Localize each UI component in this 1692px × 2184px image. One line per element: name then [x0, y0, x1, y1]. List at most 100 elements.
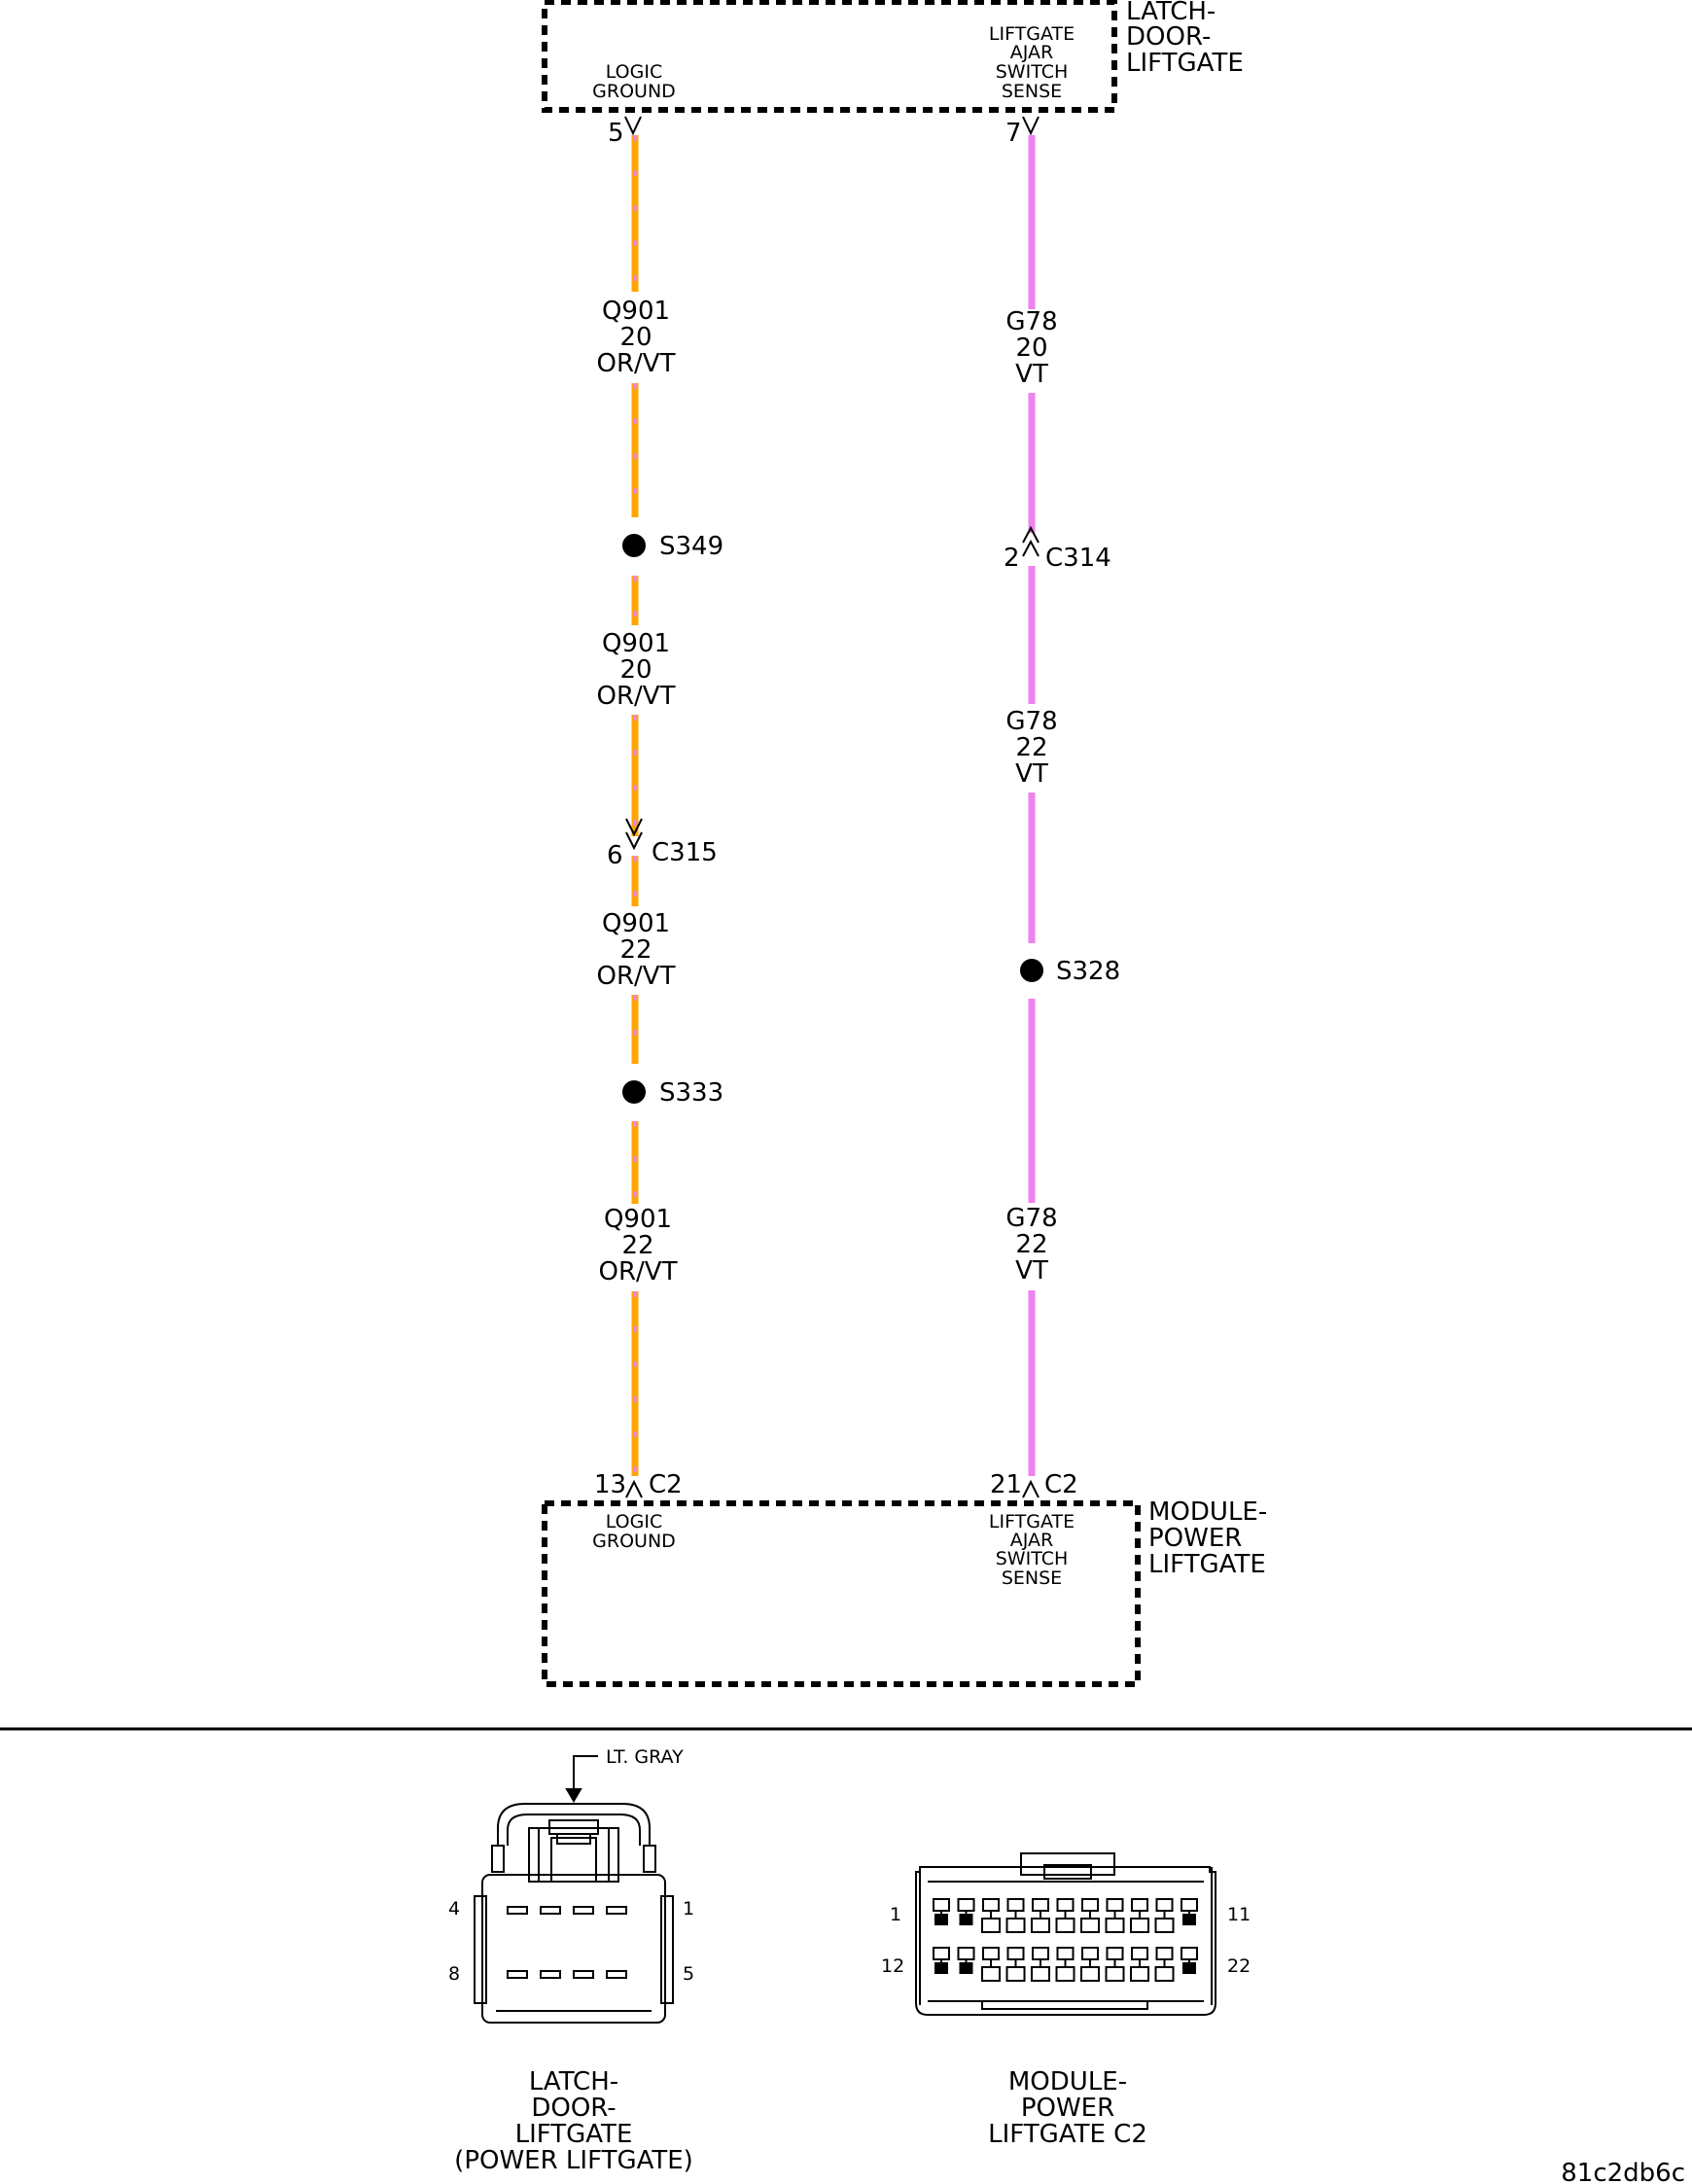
- module-cavity: [1031, 1966, 1050, 1982]
- wire-circuit-label: Q901: [602, 297, 670, 326]
- pin-chevron-icon: [1022, 116, 1040, 136]
- module-connector-body: [915, 1866, 1216, 2016]
- latch-pin-label: GROUND: [592, 81, 676, 102]
- module-pin-number: 21: [990, 1470, 1022, 1499]
- wire-color-label: OR/VT: [597, 962, 676, 991]
- module-caption-line: POWER: [1021, 2094, 1114, 2123]
- module-cavity: [933, 1947, 950, 1960]
- module-component: 13 C2 21 C2 LOGIC GROUND LIFTGATE AJAR S…: [542, 1470, 1267, 1687]
- splice-label: S328: [1056, 957, 1120, 986]
- wire-gauge-label: 22: [1015, 733, 1047, 762]
- color-callout-arrow-icon: [573, 1755, 598, 1799]
- module-cavity: [1130, 1918, 1149, 1933]
- module-name-line: MODULE-: [1148, 1497, 1267, 1527]
- circuit-left: Q901 20 OR/VT S349 Q901 20 OR/VT 6 C315 …: [597, 135, 723, 1476]
- latch-name-line: LATCH-: [1126, 0, 1216, 26]
- module-name-line: POWER: [1148, 1524, 1242, 1553]
- module-cavity: [982, 1898, 1000, 1912]
- module-pin-index: 11: [1227, 1904, 1251, 1925]
- latch-pin-label: AJAR: [1010, 42, 1053, 63]
- module-cavity-grid: [933, 1898, 1198, 1982]
- latch-caption-line: (POWER LIFTGATE): [454, 2146, 693, 2175]
- latch-pin-label: LIFTGATE: [989, 23, 1075, 45]
- wire-gauge-label: 22: [619, 935, 652, 965]
- module-cavity: [1182, 1914, 1196, 1925]
- latch-pin-number: 7: [1005, 119, 1022, 148]
- wire-circuit-label: G78: [1005, 307, 1057, 336]
- module-pin-label: LOGIC: [606, 1511, 662, 1532]
- wire-color-label: VT: [1015, 360, 1048, 389]
- module-dashed-box: [542, 1500, 1141, 1687]
- wire-gauge-label: 22: [621, 1231, 653, 1260]
- module-cavity: [1031, 1918, 1050, 1933]
- module-cavity: [934, 1962, 948, 1974]
- latch-pin-index: 8: [448, 1963, 460, 1985]
- wire-gauge-label: 20: [1015, 334, 1047, 363]
- latch-name-line: LIFTGATE: [1126, 49, 1244, 78]
- module-cavity: [934, 1914, 948, 1925]
- module-caption-line: LIFTGATE C2: [988, 2120, 1147, 2149]
- module-cavity: [1181, 1898, 1198, 1912]
- latch-pin-index: 1: [683, 1898, 694, 1920]
- wire-color-label: OR/VT: [597, 349, 676, 378]
- inline-connector-pin: 6: [607, 841, 623, 870]
- module-pin-label: SWITCH: [996, 1548, 1069, 1569]
- figure-code: 81c2db6c: [1561, 2159, 1685, 2184]
- module-cavity: [981, 1918, 1001, 1933]
- wire-circuit-label: Q901: [602, 909, 670, 938]
- module-cavity: [1130, 1966, 1149, 1982]
- wire-color-label: OR/VT: [597, 682, 676, 711]
- latch-connector-body: [481, 1874, 666, 2024]
- module-cavity: [1080, 1966, 1100, 1982]
- circuit-right: G78 20 VT 2 C314 G78 22 VT S328 G78 22 V…: [1004, 135, 1120, 1476]
- splice-label: S349: [659, 532, 723, 561]
- splice-dot-icon: [1020, 959, 1043, 982]
- connector-chevron-icon: [1022, 525, 1040, 557]
- module-cavity: [1131, 1947, 1148, 1960]
- module-cavity: [959, 1914, 973, 1925]
- module-cavity: [1155, 1947, 1174, 1960]
- module-cavity: [1080, 1918, 1100, 1933]
- module-pin-connector: C2: [649, 1470, 683, 1499]
- latch-pin-label: SWITCH: [996, 61, 1069, 83]
- latch-caption-line: LATCH-: [529, 2067, 618, 2096]
- module-cavity: [1154, 1918, 1175, 1933]
- module-cavity: [1055, 1918, 1075, 1933]
- latch-pin-index: 5: [683, 1963, 694, 1985]
- latch-connector-lock-icon: [497, 1803, 651, 1846]
- wire-circuit-label: Q901: [604, 1205, 672, 1234]
- module-cavity: [1005, 1966, 1026, 1982]
- splice-label: S333: [659, 1078, 723, 1108]
- latch-pin-label: LOGIC: [606, 61, 662, 83]
- color-callout: LT. GRAY: [606, 1746, 684, 1768]
- module-pin-index: 22: [1227, 1955, 1251, 1977]
- module-cavity: [1032, 1947, 1049, 1960]
- inline-connector-name: C314: [1045, 544, 1111, 573]
- module-cavity: [1032, 1898, 1049, 1912]
- module-cavity: [933, 1898, 950, 1912]
- module-pin-label: SENSE: [1002, 1568, 1062, 1589]
- latch-connector-view: LT. GRAY: [474, 1746, 684, 2024]
- module-caption-line: MODULE-: [1008, 2067, 1127, 2096]
- module-pin-label: GROUND: [592, 1531, 676, 1552]
- module-cavity: [1105, 1918, 1125, 1933]
- module-pin-number: 13: [594, 1470, 626, 1499]
- module-cavity: [1106, 1898, 1124, 1912]
- module-cavity: [1081, 1947, 1099, 1960]
- module-cavity: [957, 1898, 975, 1912]
- module-cavity: [1106, 1947, 1124, 1960]
- module-cavity: [1005, 1918, 1026, 1933]
- latch-component: LATCH- DOOR- LIFTGATE LOGIC GROUND LIFTG…: [542, 0, 1244, 148]
- module-cavity: [1155, 1898, 1174, 1912]
- wire-gauge-label: 20: [619, 655, 652, 685]
- splice-dot-icon: [622, 534, 646, 557]
- latch-name-line: DOOR-: [1126, 22, 1211, 52]
- wire-color-label: OR/VT: [599, 1257, 678, 1286]
- module-cavity: [957, 1947, 975, 1960]
- module-cavity: [1081, 1898, 1099, 1912]
- module-pin-connector: C2: [1044, 1470, 1078, 1499]
- latch-dashed-box: [542, 0, 1117, 113]
- pin-chevron-icon: [624, 116, 642, 136]
- wire-color-label: VT: [1015, 1256, 1048, 1286]
